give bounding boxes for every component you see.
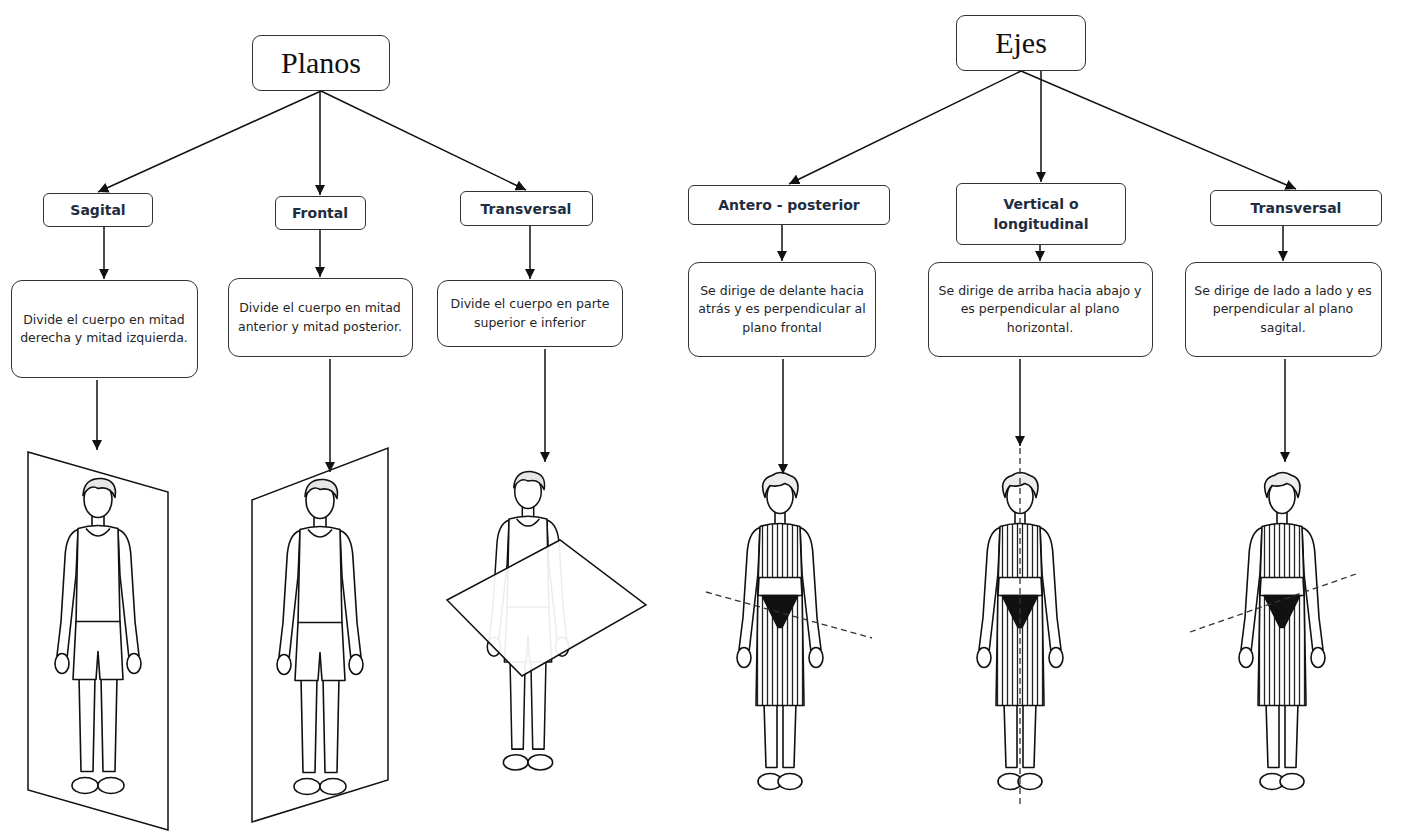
plane-box: Sagital [43, 193, 153, 227]
connector-arrow [1039, 245, 1041, 261]
description-box: Divide el cuerpo en parte superior e inf… [437, 280, 623, 347]
node-label: Ejes [995, 26, 1047, 60]
node-label: Divide el cuerpo en parte superior e inf… [444, 295, 616, 331]
description-box: Se dirige de lado a lado y es perpendicu… [1185, 262, 1382, 357]
axis-box: Antero - posterior [688, 185, 890, 225]
node-label: Vertical o longitudinal [967, 194, 1115, 235]
node-label: Planos [281, 46, 361, 80]
connector-arrow [1282, 226, 1284, 261]
description-box: Se dirige de delante hacia atrás y es pe… [688, 262, 876, 357]
node-label: Frontal [292, 205, 348, 221]
node-label: Se dirige de arriba hacia abajo y es per… [935, 282, 1146, 336]
category-box: Planos [252, 35, 390, 91]
connector-arrow [103, 227, 105, 279]
category-box: Ejes [956, 15, 1086, 71]
plane-box: Frontal [275, 196, 366, 230]
axis-box: Vertical o longitudinal [956, 183, 1126, 245]
node-label: Divide el cuerpo en mitad anterior y mit… [235, 299, 406, 335]
axis-box: Transversal [1210, 190, 1382, 226]
connector-arrow [321, 91, 526, 190]
node-label: Transversal [1251, 200, 1342, 216]
description-box: Divide el cuerpo en mitad anterior y mit… [228, 278, 413, 357]
node-label: Antero - posterior [718, 197, 859, 213]
node-label: Sagital [70, 202, 125, 218]
connector-arrow [781, 225, 783, 261]
connector-arrow [529, 226, 531, 279]
connector-arrow [98, 91, 321, 192]
node-label: Se dirige de lado a lado y es perpendicu… [1192, 282, 1375, 336]
node-label: Transversal [481, 201, 572, 217]
node-label: Divide el cuerpo en mitad derecha y mita… [18, 311, 191, 347]
plane-box: Transversal [460, 191, 593, 226]
node-label: Se dirige de delante hacia atrás y es pe… [695, 282, 869, 336]
description-box: Se dirige de arriba hacia abajo y es per… [928, 262, 1153, 357]
connector-arrow [1040, 71, 1042, 182]
connector-arrow [319, 230, 321, 277]
connector-arrow [1021, 71, 1296, 189]
connector-arrow [319, 91, 321, 195]
connector-arrow [789, 71, 1021, 184]
description-box: Divide el cuerpo en mitad derecha y mita… [11, 280, 198, 378]
